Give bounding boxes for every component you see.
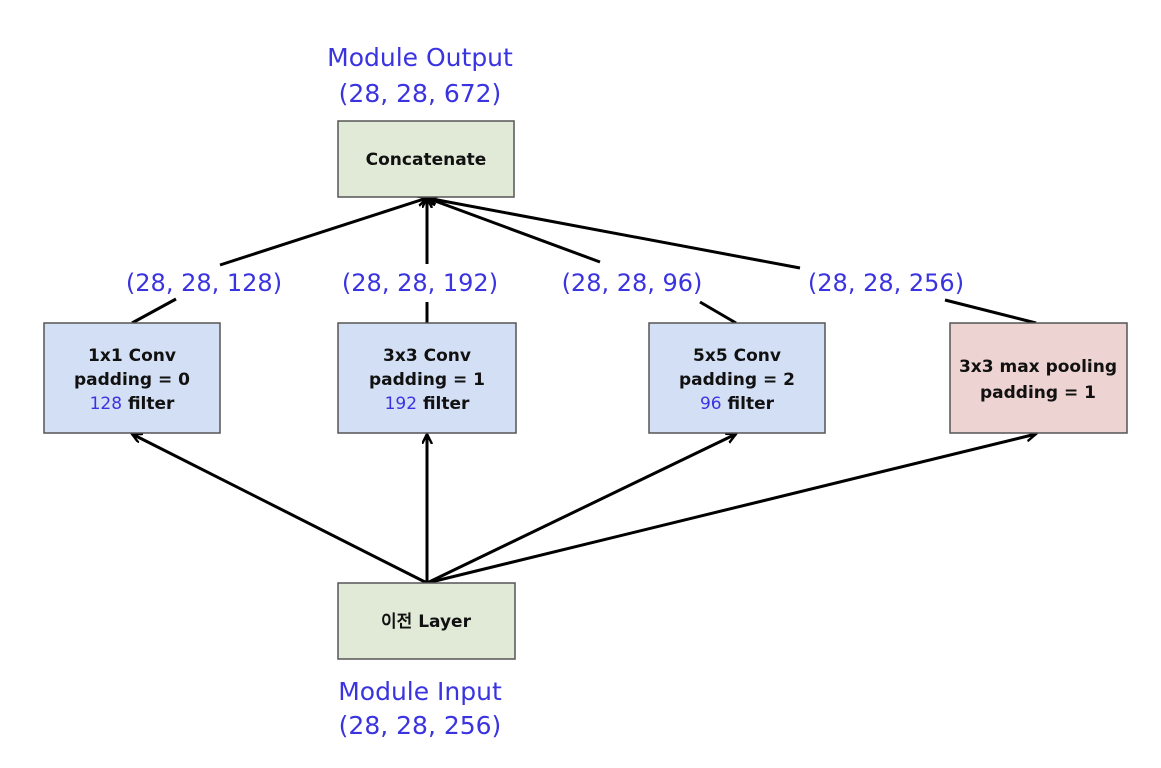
- branch-maxpool-title: 3x3 max pooling: [959, 357, 1117, 377]
- branch-3x3-output-shape: (28, 28, 192): [342, 269, 498, 297]
- previous-layer-label: 이전 Layer: [381, 612, 472, 632]
- branch-1x1-output-shape: (28, 28, 128): [126, 269, 282, 297]
- branch-1x1-box: [43, 322, 221, 434]
- previous-layer-node: 이전 Layer: [337, 582, 516, 660]
- branch-5x5-filter: 96 filter: [700, 394, 775, 414]
- branch-5x5-padding: padding = 2: [679, 370, 795, 390]
- branch-3x3-conv-node: 3x3 Conv padding = 1 192 filter: [337, 322, 517, 434]
- edge-1x1-to-concat-lower: [131, 297, 177, 325]
- branch-3x3-filter-count: 192: [385, 394, 417, 414]
- branch-5x5-title: 5x5 Conv: [693, 346, 781, 366]
- branch-maxpool-padding: padding = 1: [980, 383, 1096, 403]
- branch-1x1-filter: 128 filter: [90, 394, 175, 414]
- edge-5x5-to-concat: [427, 198, 601, 264]
- edge-input-to-maxpool: [426, 434, 1036, 585]
- branch-3x3-title: 3x3 Conv: [383, 346, 471, 366]
- edge-maxpool-to-concat-lower: [944, 298, 1037, 325]
- edge-input-to-5x5: [426, 434, 736, 585]
- branch-5x5-conv-node: 5x5 Conv padding = 2 96 filter: [648, 322, 826, 434]
- branch-3x3-filter: 192 filter: [385, 394, 470, 414]
- edge-maxpool-to-concat: [427, 198, 801, 270]
- concatenate-node: Concatenate: [337, 120, 515, 198]
- branch-5x5-filter-count: 96: [700, 394, 722, 414]
- branch-1x1-padding: padding = 0: [74, 370, 190, 390]
- module-input-shape: (28, 28, 256): [339, 711, 502, 740]
- branch-3x3-padding: padding = 1: [369, 370, 485, 390]
- concatenate-label: Concatenate: [366, 150, 487, 170]
- branch-5x5-filter-word: filter: [722, 394, 775, 414]
- edge-5x5-to-concat-lower: [699, 300, 737, 325]
- module-input-title: Module Input: [338, 677, 502, 706]
- branch-5x5-output-shape: (28, 28, 96): [562, 269, 703, 297]
- module-output-shape: (28, 28, 672): [339, 79, 502, 108]
- previous-layer-box: [337, 582, 516, 660]
- module-output-title: Module Output: [327, 43, 513, 72]
- branch-3x3-filter-word: filter: [417, 394, 470, 414]
- branch-1x1-filter-word: filter: [122, 394, 175, 414]
- branch-maxpool-node: 3x3 max pooling padding = 1: [949, 322, 1128, 434]
- branch-maxpool-output-shape: (28, 28, 256): [808, 269, 964, 297]
- branch-maxpool-box: [949, 322, 1128, 434]
- branch-1x1-filter-count: 128: [90, 394, 122, 414]
- branch-5x5-box: [648, 322, 826, 434]
- branch-3x3-box: [337, 322, 517, 434]
- edge-input-to-1x1: [132, 432, 428, 585]
- branch-1x1-conv-node: 1x1 Conv padding = 0 128 filter: [43, 322, 221, 434]
- edge-1x1-to-concat: [219, 198, 427, 267]
- concatenate-box: [337, 120, 515, 198]
- branch-1x1-title: 1x1 Conv: [88, 346, 176, 366]
